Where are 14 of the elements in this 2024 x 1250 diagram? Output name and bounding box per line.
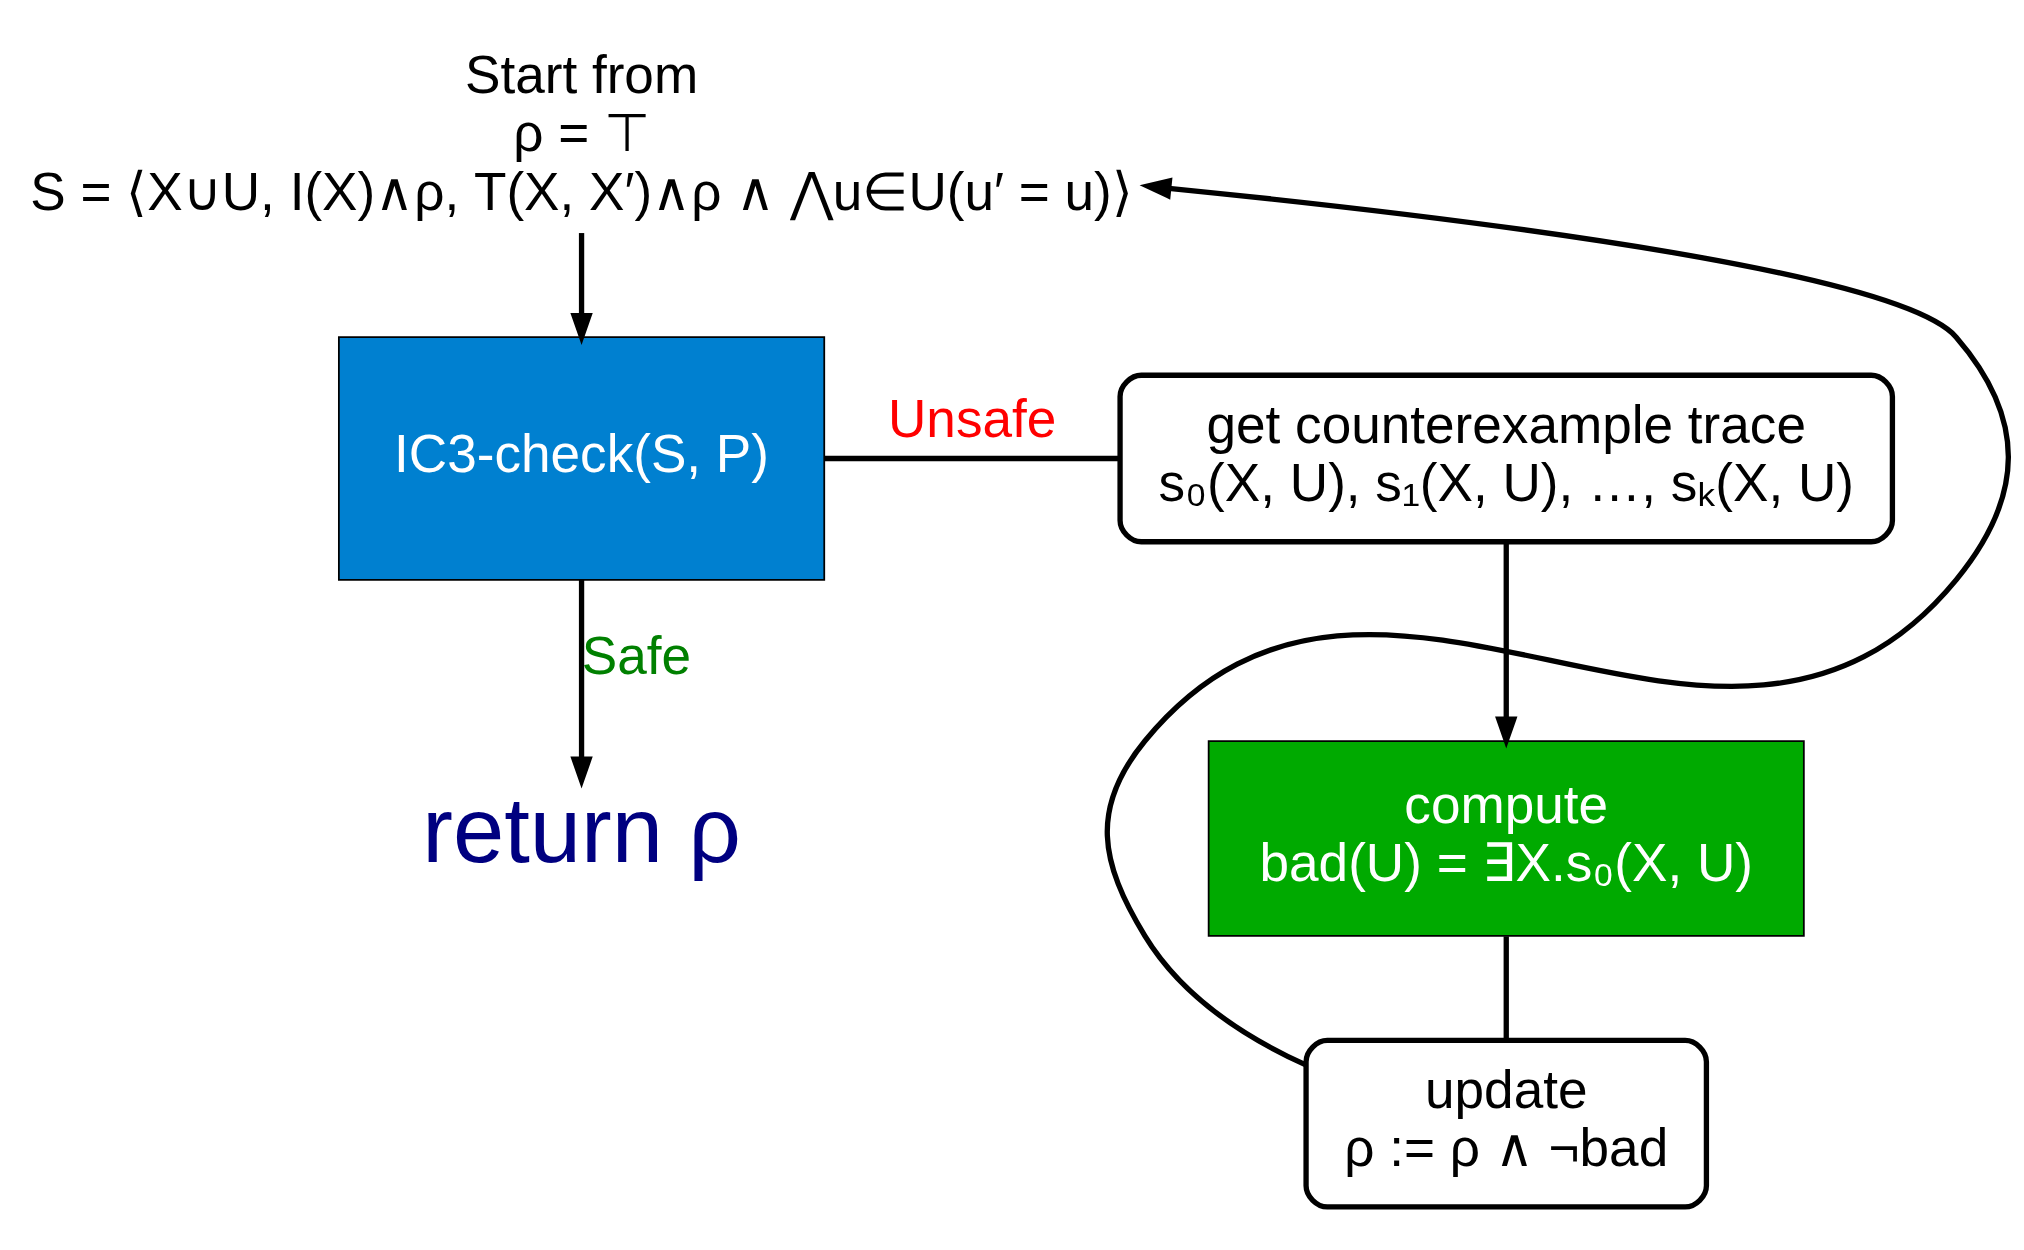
edge-label: Safe — [581, 625, 692, 685]
node-box: update ρ := ρ ∧ ¬bad — [1303, 1037, 1710, 1210]
node-box: compute bad(U) = ∃X.s₀(X, U) — [1207, 740, 1805, 937]
arrow — [570, 233, 593, 345]
connector — [824, 455, 1121, 462]
arrow — [1495, 541, 1518, 749]
node-box: IC3-check(S, P) — [338, 336, 826, 581]
connector — [1503, 936, 1509, 1041]
arrow — [570, 579, 593, 789]
node-text: Start from ρ = ⊤ S = ⟨X∪U, I(X)∧ρ, T(X, X′)∧ρ ∧ ⋀u∈U(u′ = u)⟩ — [30, 44, 1133, 221]
arrow — [1104, 177, 2011, 1068]
edge-label: Unsafe — [888, 389, 1057, 449]
node-text: return ρ — [422, 778, 741, 882]
node-box: get counterexample trace s₀(X, U), s₁(X, U), …, sₖ(X, U) — [1117, 372, 1896, 545]
